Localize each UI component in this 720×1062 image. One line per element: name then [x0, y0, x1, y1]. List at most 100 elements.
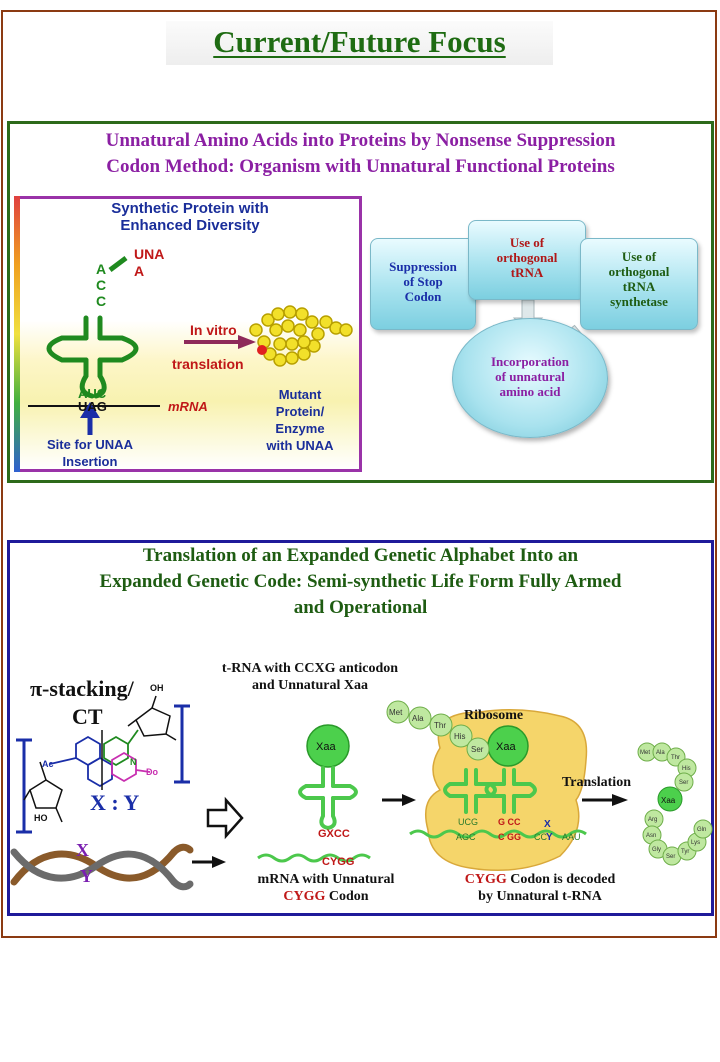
incorporation-text: Incorporation of unnatural amino acid [462, 354, 598, 404]
panel-unnatural-amino-acids [7, 121, 714, 483]
anticodon-text: GXCC [318, 828, 350, 840]
mutant-label-line4: with UNAA [266, 438, 334, 453]
ribo-x: X [544, 819, 551, 830]
auc-label: AUC [78, 386, 107, 401]
backbone-brackets [16, 704, 190, 834]
trna-cloverleaf [46, 315, 139, 399]
una-label-line1: UNA [134, 246, 165, 262]
ho-label-2: HO [34, 813, 48, 823]
translation-arrow [184, 335, 256, 349]
mutant-label-line2: Protein/ [275, 404, 325, 419]
rainbow-edge [14, 196, 20, 472]
una-label: UNA A [134, 246, 164, 280]
decoded-rest: Codon is decoded [506, 872, 616, 887]
chain-xaa: Xaa [661, 796, 676, 805]
pi-stacking-label: π-stacking/ [30, 676, 134, 701]
oval-line1: Incorporation [491, 354, 569, 369]
acc-connector [108, 256, 128, 272]
panel1-heading: Unnatural Amino Acids into Proteins by N… [12, 128, 709, 180]
decoded-caption-line1: CYGG Codon is decoded [430, 871, 650, 888]
site-label-line2: Insertion [62, 454, 118, 469]
chain-6: Asn [646, 833, 657, 839]
flow-box2-line3: tRNA [510, 265, 544, 280]
acc-c2: C [96, 293, 107, 309]
mrna-caption: mRNA with Unnatural CYGG Codon [236, 871, 416, 905]
free-trna-xaa: Xaa [316, 741, 336, 753]
ribo-cc: CC [534, 832, 547, 842]
free-trna [298, 724, 358, 831]
xy-label: X : Y [90, 790, 140, 815]
uag-label: UAG [78, 399, 107, 414]
ribo-cgg: C GG [498, 832, 522, 842]
page-frame [1, 10, 717, 938]
panel2-heading: Translation of an Expanded Genetic Alpha… [12, 543, 709, 621]
ribo-agc: AGC [456, 832, 476, 842]
chain-2: Thr [671, 755, 680, 761]
anticodon-label: GXCC [318, 826, 350, 843]
panel1-heading-line1: Unnatural Amino Acids into Proteins by N… [105, 130, 616, 151]
oh-label-1: OH [150, 683, 164, 693]
site-arrow [80, 402, 100, 435]
ribo-gcc: G CC [498, 817, 521, 827]
bead-met: Met [389, 708, 403, 717]
una-label-line2: A [134, 263, 145, 279]
acc-c1: C [96, 277, 107, 293]
bead-ala: Ala [412, 714, 424, 723]
dna-x-label: X [76, 840, 89, 860]
ribosome-mrna [409, 829, 587, 839]
codon-small-label: CYGG [322, 856, 355, 868]
mutant-label-line3: Enzyme [275, 421, 325, 436]
flow-box2-line1: Use of [509, 235, 545, 250]
site-label: Site for UNAA Insertion [30, 436, 150, 470]
flow-box3-line2: orthogonal [608, 264, 670, 279]
translation-label: translation [172, 356, 244, 372]
trna-title-line1: t-RNA with CCXG anticodon [221, 661, 399, 676]
dna-helix [10, 843, 194, 891]
flow-box2-line2: orthogonal [496, 250, 558, 265]
chain-0: Met [640, 750, 651, 756]
mrna-caption-line2: CYGG Codon [236, 888, 416, 905]
decoded-caption-line2: by Unnatural t-RNA [478, 889, 602, 904]
flow-box-orthogonal-trna: Use of orthogonal tRNA [468, 220, 586, 300]
translated-chain [637, 742, 713, 866]
ribosome-trnas [443, 768, 537, 814]
mutant-label: Mutant Protein/ Enzyme with UNAA [250, 386, 350, 454]
base-y-structure [103, 729, 151, 783]
mrna-caption-rest: Codon [325, 889, 369, 904]
chain-1: Ala [656, 750, 665, 756]
ribosome-label: Ribosome [464, 708, 524, 723]
flow-box1-line3: Codon [404, 289, 442, 304]
chain-10: Lys [691, 840, 701, 846]
oval-line3: amino acid [499, 384, 561, 399]
mrna-caption-codon: CYGG [283, 889, 326, 904]
in-vitro-label: In vitro [190, 322, 237, 338]
inset-title: Synthetic Protein with Enhanced Diversit… [40, 200, 340, 234]
title-banner [166, 21, 553, 65]
acc-a: A [96, 261, 107, 277]
panel2-heading-line3: and Operational [293, 597, 428, 618]
mrna-wave [257, 853, 371, 863]
ribo-y: Y [546, 832, 553, 843]
incorporation-oval [452, 318, 608, 438]
site-label-line1: Site for UNAA [47, 437, 133, 452]
chain-3: His [682, 766, 691, 772]
dna-y-label: Y [80, 866, 93, 886]
trna-title-line2: and Unnatural Xaa [252, 678, 368, 693]
flow-box-orthogonal-synthetase: Use of orthogonal tRNA synthetase [580, 238, 698, 330]
flow-box-suppression: Suppression of Stop Codon [370, 238, 476, 330]
inset-title-line1: Synthetic Protein with [111, 200, 269, 217]
inset-title-line2: Enhanced Diversity [120, 217, 260, 234]
panel-expanded-genetic-code [7, 540, 714, 916]
ribosome-xaa: Xaa [496, 741, 516, 753]
chain-7: Gly [652, 847, 661, 853]
black-arrows [192, 794, 628, 868]
ac-label: Ac [42, 759, 54, 769]
sugar-rings [23, 695, 177, 823]
flow-box3-line1: Use of [621, 249, 657, 264]
n-label: N [130, 757, 137, 767]
flow-box1-line1: Suppression [389, 259, 457, 274]
flow-box3-line4: synthetase [610, 294, 668, 309]
chain-8: Ser [666, 854, 676, 860]
